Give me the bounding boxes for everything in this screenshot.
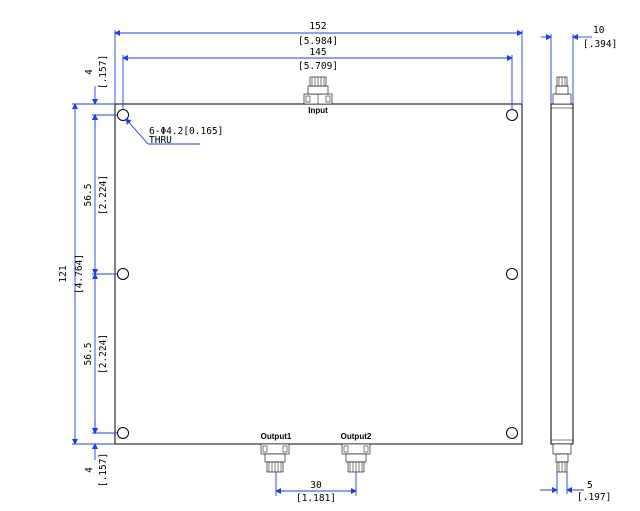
side-top-connector [552, 76, 572, 105]
dim-width-holes-in: [5.709] [298, 61, 338, 72]
dim-thickness: 10 [.394] [541, 25, 617, 104]
dim-thickness-mm: 10 [593, 25, 605, 36]
hole-note-size: 6-Φ4.2[0.165] [149, 126, 223, 137]
hole-note-thru: THRU [149, 135, 172, 146]
plate-outline [114, 103, 523, 445]
input-label: Input [308, 106, 328, 115]
dim-side-connector-mm: 5 [587, 480, 593, 491]
output2-label: Output2 [341, 432, 372, 441]
mounting-hole [117, 427, 129, 439]
dim-output-spacing-mm: 30 [310, 480, 322, 491]
dim-output-spacing-in: [1.181] [296, 493, 336, 504]
mounting-hole [117, 268, 129, 280]
mounting-hole [506, 427, 518, 439]
dim-upper-pitch-in: [2.224] [98, 175, 109, 215]
dim-top-offset: 4 [.157] [84, 55, 109, 129]
side-view-outline [550, 103, 574, 445]
dim-output-spacing: 30 [1.181] [275, 472, 357, 504]
mounting-hole [506, 109, 518, 121]
dim-upper-pitch: 56.5 [2.224] [83, 114, 109, 275]
dim-height-total-mm: 121 [58, 265, 69, 282]
dim-thickness-in: [.394] [583, 39, 617, 50]
dim-width-outer-mm: 152 [309, 21, 326, 32]
dim-lower-pitch: 56.5 [2.224] [83, 273, 109, 434]
dim-top-offset-in: [.157] [98, 55, 109, 89]
mounting-hole [506, 268, 518, 280]
dim-height-total: 121 [4.764] [58, 103, 85, 445]
output1-connector [260, 443, 290, 473]
dim-bottom-offset: 4 [.157] [84, 419, 109, 487]
dim-width-outer: 152 [5.984] [114, 21, 523, 104]
dim-width-outer-in: [5.984] [298, 36, 338, 47]
hole-callout: 6-Φ4.2[0.165] THRU [125, 118, 223, 146]
output1-label: Output1 [261, 432, 292, 441]
input-connector [303, 76, 333, 105]
dim-bottom-offset-mm: 4 [84, 467, 95, 473]
mounting-hole [117, 109, 129, 121]
dim-side-connector: 5 [.197] [540, 472, 611, 503]
output2-connector [341, 443, 371, 473]
dim-width-holes-mm: 145 [309, 47, 326, 58]
dim-lower-pitch-mm: 56.5 [83, 343, 94, 366]
dim-width-holes: 145 [5.709] [122, 47, 513, 110]
dim-side-connector-in: [.197] [577, 492, 611, 503]
dim-top-offset-mm: 4 [84, 69, 95, 75]
dim-upper-pitch-mm: 56.5 [83, 184, 94, 207]
mounting-holes [117, 109, 518, 439]
side-bottom-connector [552, 443, 572, 473]
dim-height-total-in: [4.764] [74, 254, 85, 294]
dim-lower-pitch-in: [2.224] [98, 334, 109, 374]
dim-bottom-offset-in: [.157] [98, 453, 109, 487]
